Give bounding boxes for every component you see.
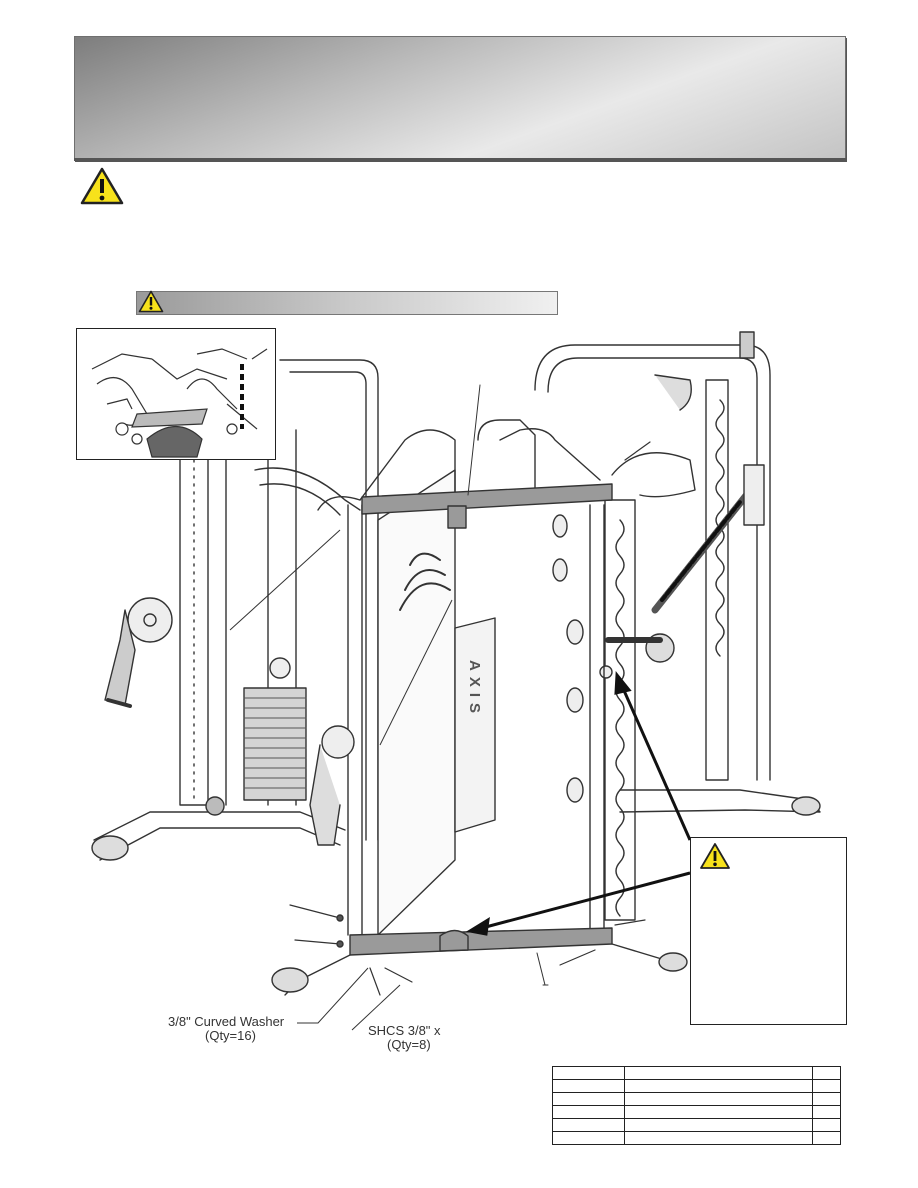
table-row [552, 1131, 841, 1145]
curved-washer-label: 3/8" Curved Washer [168, 1014, 285, 1029]
callout-arrows [465, 670, 692, 936]
warning-triangle-icon [80, 167, 124, 205]
callout-warning-box [690, 837, 847, 1025]
header-underline [74, 158, 846, 161]
top-crossbar [361, 483, 613, 515]
table-row [552, 1118, 841, 1132]
table-row [552, 1066, 841, 1080]
table-row [552, 1092, 841, 1106]
right-frame-arch [534, 344, 771, 781]
shcs-label: SHCS 3/8" x [368, 1023, 441, 1038]
shcs-qty: (Qty=8) [387, 1037, 431, 1052]
table-row [552, 1105, 841, 1119]
axis-logo-text: AXIS [466, 660, 483, 720]
page-header-banner [74, 36, 846, 160]
right-tower-upright [705, 379, 729, 781]
table-row [552, 1079, 841, 1093]
inset-detail-box [76, 328, 276, 460]
left-frame-arch [279, 359, 379, 841]
parts-table [552, 1066, 841, 1145]
inset-detail-illustration [91, 348, 268, 458]
center-shield-plate [377, 469, 456, 936]
caution-bar-warning-icon [138, 290, 164, 313]
callout-warning-icon [700, 843, 730, 869]
caution-bar [136, 291, 558, 315]
curved-washer-qty: (Qty=16) [205, 1028, 256, 1043]
weight-stack [243, 687, 307, 801]
